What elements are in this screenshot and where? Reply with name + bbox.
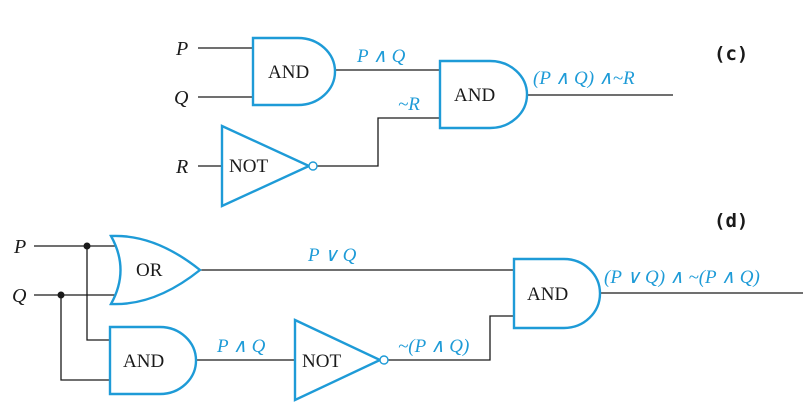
circuit-c: AND AND NOT P Q R P ∧ Q ~R (P ∧ Q) ∧~R (…: [174, 36, 748, 208]
and-gate-c1: [251, 36, 337, 107]
wire-d-p-branch: [86, 246, 110, 341]
not-gate-d-label: NOT: [302, 351, 341, 372]
wire-c-not-output: [317, 117, 440, 167]
input-label-c-r: R: [175, 156, 188, 178]
and-gate-d1-label: AND: [123, 351, 164, 372]
input-label-d-p: P: [13, 236, 26, 258]
and-gate-c1-label: AND: [268, 62, 309, 83]
input-label-d-q: Q: [12, 285, 27, 307]
junction-dot-q: [57, 291, 65, 299]
part-label-d: (d): [714, 210, 748, 232]
input-label-c-q: Q: [174, 87, 189, 109]
or-gate-d-label: OR: [136, 260, 163, 281]
wire-d-q-branch: [60, 295, 110, 381]
expr-c-not-r: ~R: [398, 94, 420, 115]
expr-d-p-and-q: P ∧ Q: [216, 336, 266, 357]
circuit-d: OR AND NOT AND P Q P ∨ Q P ∧ Q ~(P ∧ Q) …: [12, 210, 803, 402]
and-gate-d2: [512, 257, 602, 330]
and-gate-c2: [438, 59, 529, 130]
not-gate-d: [293, 318, 383, 402]
and-gate-d1: [108, 325, 198, 396]
junction-dot-p: [83, 242, 91, 250]
expr-c-output: (P ∧ Q) ∧~R: [533, 68, 635, 89]
wire-d-not-output: [388, 315, 514, 361]
and-gate-d2-label: AND: [527, 284, 568, 305]
not-gate-c: [220, 124, 312, 208]
or-gate-d: [109, 234, 202, 306]
and-gate-c2-label: AND: [454, 85, 495, 106]
not-bubble-d: [379, 355, 389, 365]
input-label-c-p: P: [175, 38, 188, 60]
not-gate-c-label: NOT: [229, 156, 268, 177]
expr-d-output: (P ∨ Q) ∧ ~(P ∧ Q): [604, 267, 760, 288]
expr-c-p-and-q: P ∧ Q: [356, 46, 406, 67]
not-bubble-c: [308, 161, 318, 171]
expr-d-not-p-and-q: ~(P ∧ Q): [398, 336, 469, 357]
expr-d-p-or-q: P ∨ Q: [307, 245, 357, 266]
part-label-c: (c): [714, 43, 748, 65]
